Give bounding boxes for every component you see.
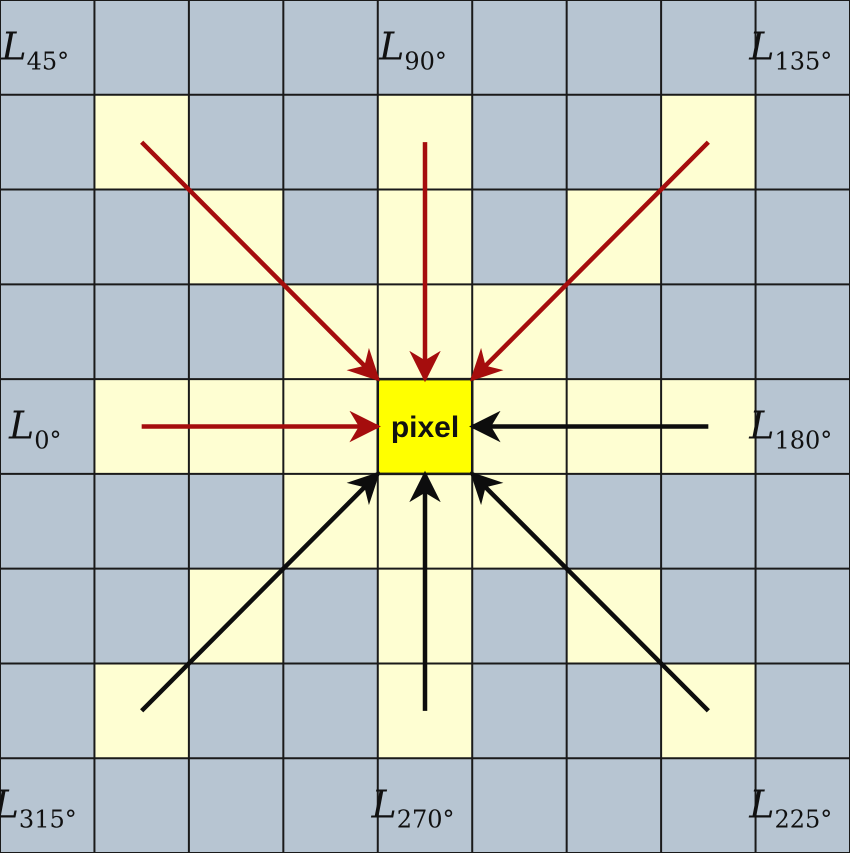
grid-cell [283,189,378,285]
label-315: L315° [0,783,77,834]
grid-cell [566,0,662,95]
label-main: L [748,783,774,827]
pixel-label: pixel [391,411,459,444]
label-45: L45° [0,24,69,75]
grid-cell [188,758,284,853]
grid-cell [0,0,95,95]
grid-cell [755,284,850,380]
grid-cell [566,284,662,380]
label-135: L135° [748,24,832,75]
label-subscript: 315° [19,806,77,834]
grid-cell [472,0,567,95]
grid-cell [377,0,473,95]
grid-cell [0,758,95,853]
label-main: L [378,24,404,68]
label-subscript: 90° [404,47,447,75]
label-main: L [0,783,19,827]
label-main: L [0,24,26,68]
grid-cell [283,568,378,664]
grid-cell [661,758,756,853]
label-subscript: 225° [774,806,832,834]
arrows [140,140,710,713]
grid-cell [661,568,756,664]
grid-cell [472,568,567,664]
grid-cell [0,473,95,569]
label-subscript: 180° [774,427,832,455]
grid-cell [188,94,284,190]
arrow-135 [469,140,710,382]
grid-cell [661,473,756,569]
label-main: L [748,404,774,448]
grid-cell [661,284,756,380]
grid-cell [94,189,189,285]
center-pixel-cell [377,379,473,474]
grid-cell [472,758,567,853]
label-main: L [748,24,774,68]
grid-cell [377,758,473,853]
grid-cell [0,284,95,380]
grid-cell [188,284,284,380]
grid-cell [283,0,378,95]
grid-cell [566,94,662,190]
grid-cell [755,379,850,474]
grid-cell [661,0,756,95]
grid-cell [661,189,756,285]
grid-cell [755,94,850,190]
grid-cell [0,94,95,190]
label-main: L [8,404,34,448]
label-180: L180° [748,404,832,455]
grid-cell [283,94,378,190]
grid-cell [472,189,567,285]
grid-cell [188,0,284,95]
label-225: L225° [748,783,832,834]
grid-cell [94,473,189,569]
grid-cell [755,568,850,664]
arrow-225 [469,471,710,713]
grid-cell [0,568,95,664]
label-0: L0° [8,404,62,455]
grid-cell [188,663,284,759]
grid-cell [0,189,95,285]
grid-cell [472,94,567,190]
grid-cell [472,663,567,759]
grid-cell [755,758,850,853]
grid-cell [0,379,95,474]
grid-cell [94,758,189,853]
grid-cell [94,568,189,664]
grid-cell [283,758,378,853]
grid-cell [0,663,95,759]
arrow-45 [140,140,381,382]
grid-cell [94,0,189,95]
grid-cell [283,663,378,759]
label-subscript: 45° [27,47,70,75]
grid-cell [566,758,662,853]
grid-cell [755,473,850,569]
grid-cell [566,473,662,569]
grid-cell [755,663,850,759]
grid-cell [566,663,662,759]
arrow-315 [140,471,381,713]
grid-cell [755,0,850,95]
label-subscript: 0° [34,427,61,455]
grid-cell [188,473,284,569]
label-90: L90° [378,24,447,75]
label-subscript: 135° [774,47,832,75]
grid-cell [94,284,189,380]
label-subscript: 270° [397,806,455,834]
label-main: L [370,783,396,827]
grid-cell [755,189,850,285]
label-270: L270° [370,783,454,834]
direction-labels: L0°L45°L90°L135°L180°L225°L270°L315° [0,24,832,833]
